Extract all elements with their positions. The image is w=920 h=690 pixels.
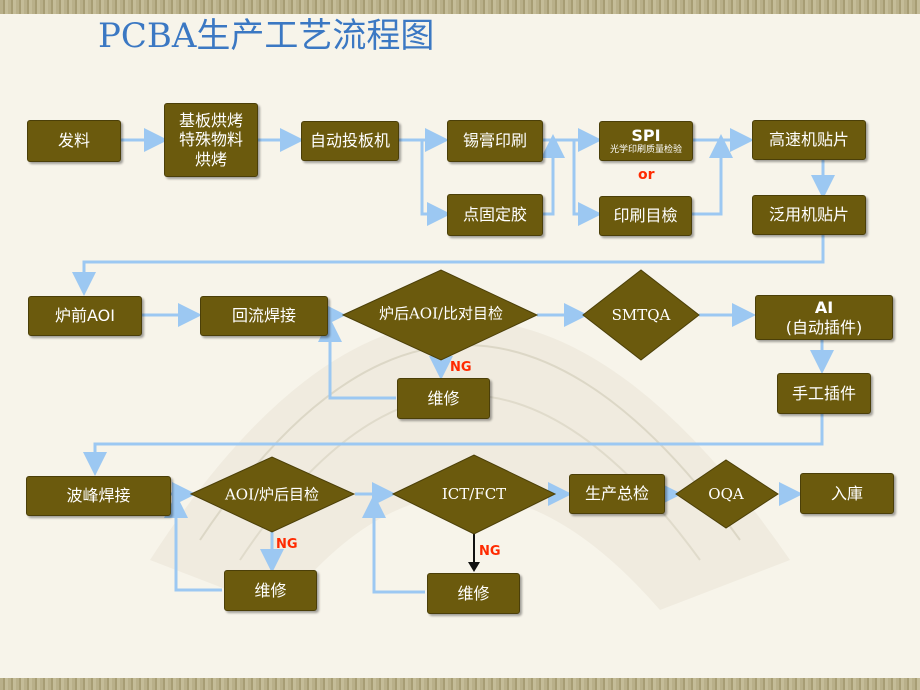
node-spi: SPI 光学印刷质量检验 xyxy=(599,121,693,161)
diamond-post-aoi xyxy=(341,269,539,361)
label-aoi-visual: AOI/炉后目检 xyxy=(224,485,320,504)
label-bake-line-2: 特殊物料 xyxy=(178,130,243,150)
label-print-inspect: 印刷目檢 xyxy=(613,206,678,226)
node-general-mount: 泛用机贴片 xyxy=(752,195,866,235)
node-repair-1: 维修 xyxy=(397,378,490,419)
diamond-oqa xyxy=(675,459,779,529)
label-pre-aoi: 炉前AOI xyxy=(55,306,115,326)
diamond-ict-fct xyxy=(391,454,557,535)
label-ai-line-1: AI xyxy=(814,298,834,318)
ng-label-aoi-visual: NG xyxy=(276,537,298,552)
label-spi-sub: 光学印刷质量检验 xyxy=(609,145,682,156)
label-bake-line-3: 烘烤 xyxy=(194,149,227,169)
node-final-check: 生产总检 xyxy=(569,474,665,514)
node-reflow: 回流焊接 xyxy=(200,296,328,336)
top-decorative-band xyxy=(0,0,920,14)
ng-label-post-aoi: NG xyxy=(450,360,472,375)
node-solder-print: 锡膏印刷 xyxy=(447,120,543,162)
label-repair-1: 维修 xyxy=(427,388,460,408)
node-fa-liao: 发料 xyxy=(27,120,121,162)
node-repair-2: 维修 xyxy=(224,570,317,611)
diamond-aoi-visual xyxy=(189,456,356,533)
node-ai: AI (自动插件) xyxy=(755,295,893,340)
node-pre-aoi: 炉前AOI xyxy=(28,296,142,336)
label-bake-line-1: 基板烘烤 xyxy=(178,111,243,131)
label-ict-fct: ICT/FCT xyxy=(441,485,507,503)
label-dispense: 点固定胶 xyxy=(462,205,527,225)
label-smtqa: SMTQA xyxy=(611,306,671,324)
node-wave: 波峰焊接 xyxy=(26,476,171,516)
ng-label-ict-fct: NG xyxy=(479,544,501,559)
label-solder-print: 锡膏印刷 xyxy=(462,131,527,151)
label-ai-line-2: (自动插件) xyxy=(785,317,863,337)
label-manual-insert: 手工插件 xyxy=(791,383,856,403)
label-repair-2: 维修 xyxy=(254,580,287,600)
or-label: or xyxy=(638,167,655,183)
label-wave: 波峰焊接 xyxy=(66,486,131,506)
label-final-check: 生产总检 xyxy=(584,484,649,504)
node-print-inspect: 印刷目檢 xyxy=(599,196,692,236)
label-repair-3: 维修 xyxy=(457,583,490,603)
node-repair-3: 维修 xyxy=(427,573,520,614)
node-manual-insert: 手工插件 xyxy=(777,373,871,414)
label-warehouse: 入庫 xyxy=(830,483,863,503)
label-auto-loader: 自动投板机 xyxy=(309,131,390,151)
page-title: PCBA生产工艺流程图 xyxy=(98,16,435,56)
node-warehouse: 入庫 xyxy=(800,473,894,514)
node-auto-loader: 自动投板机 xyxy=(301,121,399,161)
node-baking: 基板烘烤 特殊物料 烘烤 xyxy=(164,103,258,177)
label-general-mount: 泛用机贴片 xyxy=(768,205,849,225)
diamond-smtqa xyxy=(582,269,700,361)
bottom-decorative-band xyxy=(0,678,920,690)
label-high-speed: 高速机贴片 xyxy=(768,130,849,150)
node-high-speed: 高速机贴片 xyxy=(752,120,866,160)
label-reflow: 回流焊接 xyxy=(231,306,296,326)
label-post-aoi: 炉后AOI/比对目检 xyxy=(378,304,504,323)
label-fa-liao: 发料 xyxy=(57,131,90,151)
node-dispense: 点固定胶 xyxy=(447,194,543,236)
label-oqa: OQA xyxy=(708,485,744,503)
label-spi: SPI xyxy=(631,126,661,145)
